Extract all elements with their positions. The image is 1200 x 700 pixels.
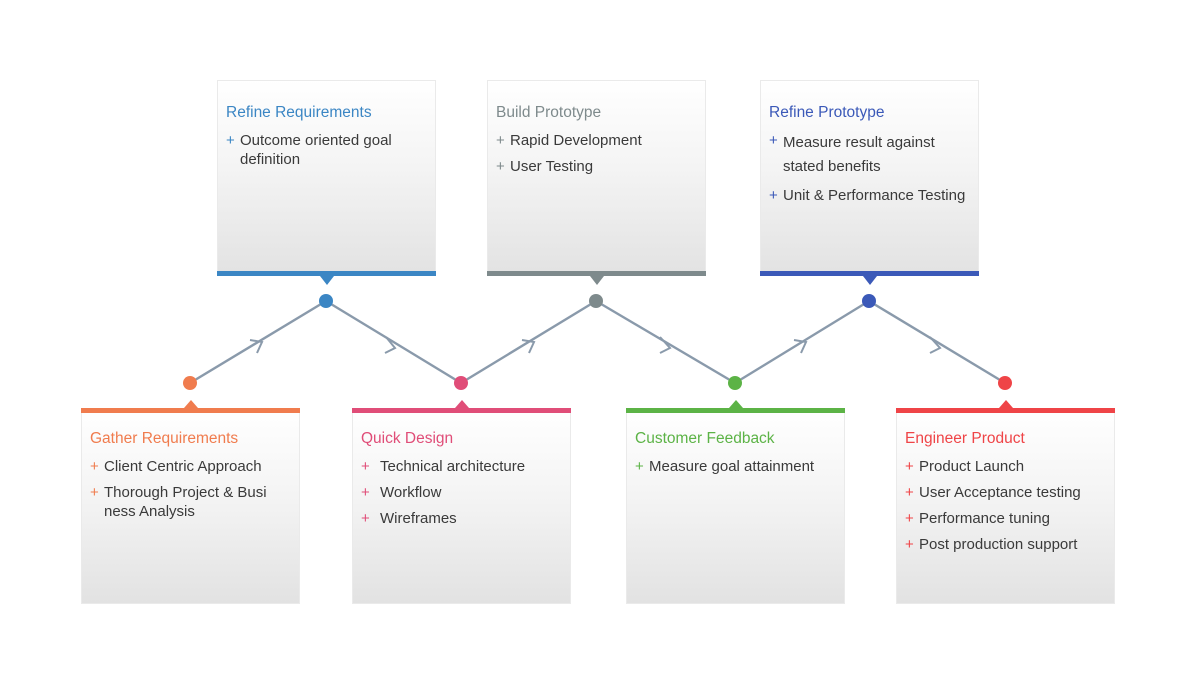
node-dot-quick-design <box>454 376 468 390</box>
stage-item: + User Testing <box>496 157 696 176</box>
stage-notch <box>589 276 604 285</box>
stage-items: +Measure result against stated benefits … <box>769 131 969 205</box>
stage-item: + Post production support <box>905 535 1105 554</box>
stage-color-bar <box>760 271 979 276</box>
stage-item-text: Measure goal attainment <box>649 458 815 475</box>
plus-icon: + <box>361 510 370 527</box>
stage-items: + Technical architecture + Workflow + Wiref… <box>361 457 561 528</box>
stage-item: + Workflow <box>361 483 561 502</box>
node-dot-build-prototype <box>589 294 603 308</box>
stage-item: + Rapid Development <box>496 131 696 150</box>
chevron-arrow-icon <box>249 339 264 354</box>
stage-item-text: Wireframes <box>380 510 457 527</box>
plus-icon: + <box>90 484 99 501</box>
chevron-arrow-icon <box>793 339 808 354</box>
plus-icon: + <box>769 132 778 149</box>
stage-card-quick-design: Quick Design + Technical architecture + Wo… <box>352 400 571 604</box>
stage-item-text: Post production support <box>919 536 1078 553</box>
stage-items: + Rapid Development + User Testing <box>496 131 696 176</box>
stage-title: Quick Design <box>361 430 454 447</box>
stage-items: + Measure goal attainment <box>635 457 835 476</box>
stage-notch <box>998 400 1013 408</box>
stage-title: Gather Requirements <box>90 430 239 447</box>
stage-item-text: Technical architecture <box>380 458 526 475</box>
stage-notch <box>319 276 334 285</box>
stage-item-text: Client Centric Approach <box>104 458 262 475</box>
stage-items: + Client Centric Approach + Thorough Proje… <box>90 457 290 521</box>
chevron-arrow-icon <box>659 336 672 354</box>
plus-icon: + <box>361 458 370 475</box>
node-dot-customer-feedback <box>728 376 742 390</box>
stage-item-text: Unit & Performance Testing <box>783 187 966 204</box>
plus-icon: + <box>226 132 235 149</box>
stage-notch <box>183 400 198 408</box>
stage-item-text: Performance tuning <box>919 510 1050 527</box>
plus-icon: + <box>769 187 778 204</box>
stage-item: + User Acceptance testing <box>905 483 1105 502</box>
stage-item: + Technical architecture <box>361 457 561 476</box>
chevron-arrow-icon <box>521 339 536 354</box>
stage-card-build-prototype: Build Prototype + Rapid Development + User… <box>487 80 706 285</box>
stage-card-refine-requirements: Refine Requirements + Outcome oriented go… <box>217 80 436 285</box>
stage-title: Build Prototype <box>496 104 602 121</box>
stage-color-bar <box>626 408 845 413</box>
stage-notch <box>454 400 469 408</box>
stage-title: Customer Feedback <box>635 430 775 447</box>
chevron-arrow-icon <box>384 336 397 354</box>
stage-title: Refine Requirements <box>226 104 372 121</box>
plus-icon: + <box>361 484 370 501</box>
stage-item: + Client Centric Approach <box>90 457 290 476</box>
stage-color-bar <box>217 271 436 276</box>
stage-item: + Outcome oriented goal definition <box>226 131 426 169</box>
plus-icon: + <box>496 158 505 175</box>
stage-card-gather-requirements: Gather Requirements + Client Centric Appr… <box>81 400 300 604</box>
stage-item-text: User Acceptance testing <box>919 484 1081 501</box>
stage-item-text: Thorough Project & Busi ness Analysis <box>104 484 267 520</box>
connector-arrows <box>249 336 942 354</box>
stage-item: + Measure result against stated benefits <box>769 131 969 179</box>
stage-items: + Product Launch + User Acceptance testing… <box>905 457 1105 554</box>
stage-item-text: User Testing <box>510 158 594 175</box>
stage-color-bar <box>81 408 300 413</box>
stage-notch <box>862 276 877 285</box>
plus-icon: + <box>905 510 914 527</box>
stage-card-customer-feedback: Customer Feedback + Measure goal attainme… <box>626 400 845 604</box>
plus-icon: + <box>905 484 914 501</box>
node-dot-refine-requirements <box>319 294 333 308</box>
stage-item-text: Measure result against stated benefits <box>783 134 935 175</box>
stage-item: + Thorough Project & Busi ness Analysis <box>90 483 290 521</box>
stage-color-bar <box>487 271 706 276</box>
plus-icon: + <box>90 458 99 475</box>
node-dot-engineer-product <box>998 376 1012 390</box>
stage-notch <box>728 400 743 408</box>
stage-items: + Outcome oriented goal definition <box>226 131 426 169</box>
stage-item: + Performance tuning <box>905 509 1105 528</box>
stage-item-text: Outcome oriented goal definition <box>240 132 392 168</box>
plus-icon: + <box>905 536 914 553</box>
stage-item-text: Rapid Development <box>510 132 642 149</box>
node-dot-refine-prototype <box>862 294 876 308</box>
plus-icon: + <box>496 132 505 149</box>
stage-card-refine-prototype: Refine Prototype + Measure result against… <box>760 80 979 285</box>
stage-item: + Wireframes <box>361 509 561 528</box>
stage-item: + Product Launch <box>905 457 1105 476</box>
stage-item: + Measure goal attainment <box>635 457 835 476</box>
stage-title: Refine Prototype <box>769 104 885 121</box>
plus-icon: + <box>635 458 644 475</box>
stage-item-text: Workflow <box>380 484 442 501</box>
chevron-arrow-icon <box>929 336 942 354</box>
node-dot-gather-requirements <box>183 376 197 390</box>
plus-icon: + <box>905 458 914 475</box>
stage-item-text: Product Launch <box>919 458 1025 475</box>
stage-title: Engineer Product <box>905 430 1025 447</box>
stage-color-bar <box>896 408 1115 413</box>
stage-item: + Unit & Performance Testing <box>769 186 969 205</box>
stage-color-bar <box>352 408 571 413</box>
connector-line <box>189 299 1006 385</box>
stage-card-engineer-product: Engineer Product + Product Launch + User A… <box>896 400 1115 604</box>
connector-nodes <box>183 294 1012 390</box>
